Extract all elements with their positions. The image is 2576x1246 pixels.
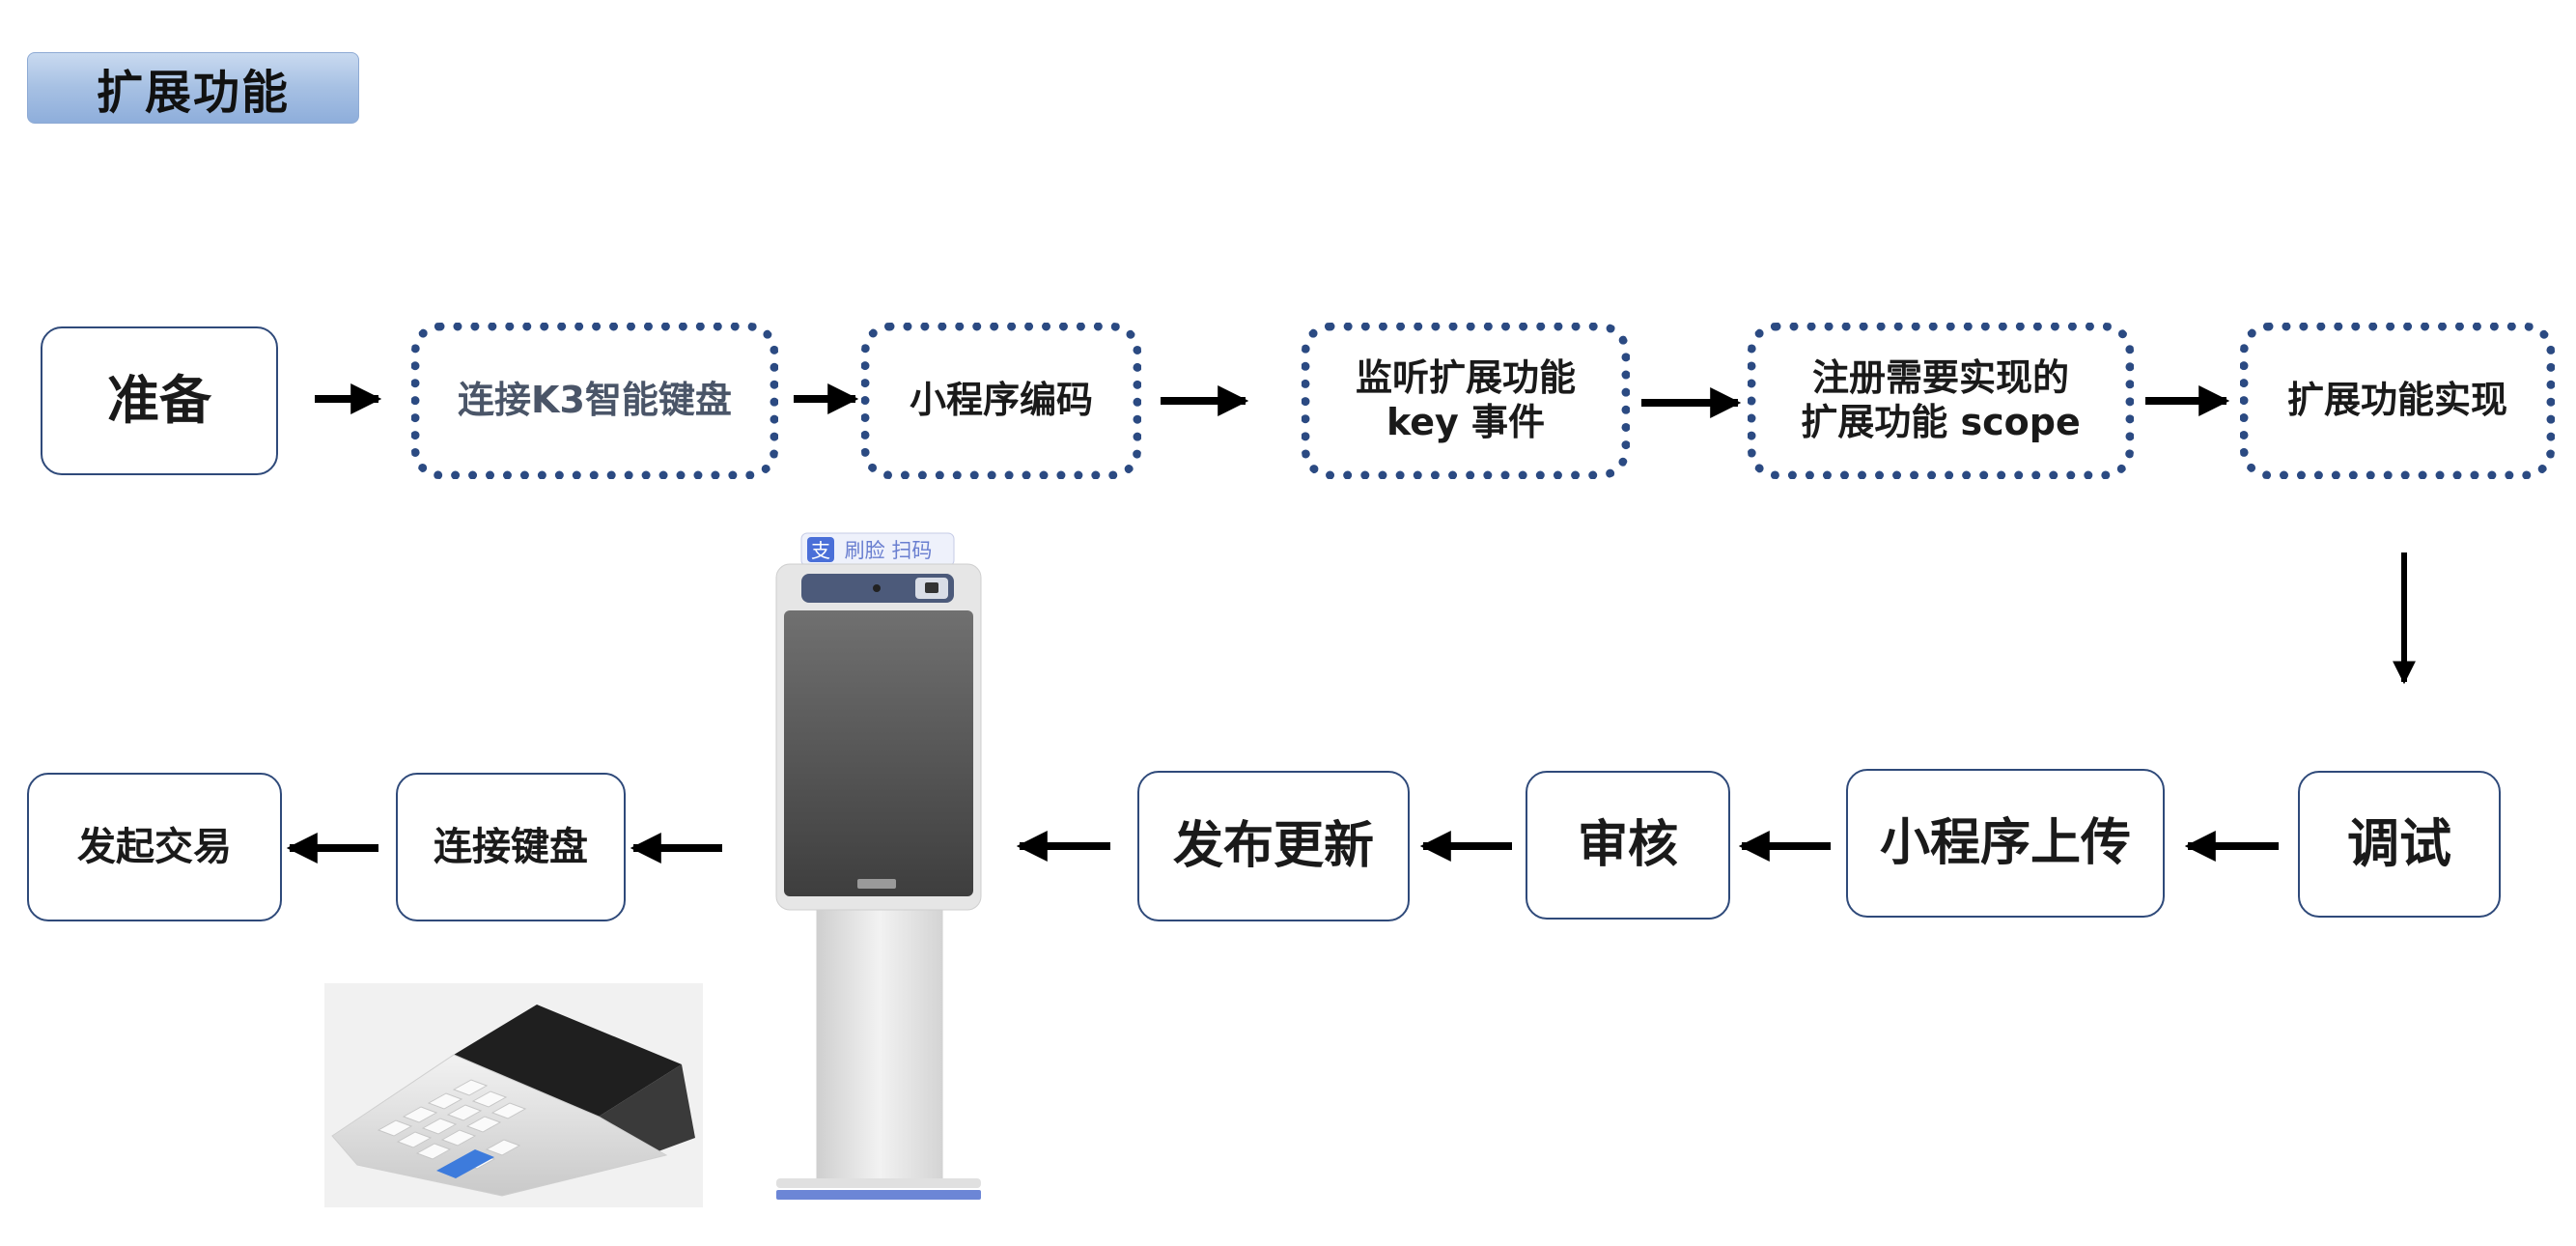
kiosk-screen (784, 610, 973, 896)
step-listen-key-line1: 监听扩展功能 (1355, 356, 1576, 400)
step-upload-label: 小程序上传 (1879, 813, 2131, 872)
enter-key (436, 1149, 494, 1178)
step-connect-keyboard: 连接键盘 (396, 773, 626, 921)
section-title: 扩展功能 (96, 66, 290, 120)
step-publish: 发布更新 (1137, 771, 1410, 921)
step-register-scope: 注册需要实现的 扩展功能 scope (1748, 323, 2134, 479)
step-start-trade: 发起交易 (27, 773, 282, 921)
step-register-scope-line2: 扩展功能 scope (1801, 401, 2081, 443)
step-upload: 小程序上传 (1846, 769, 2165, 918)
step-review-label: 审核 (1577, 815, 1678, 874)
step-prepare: 准备 (41, 326, 278, 475)
step-start-trade-label: 发起交易 (77, 825, 232, 869)
step-miniapp-code: 小程序编码 (861, 323, 1141, 479)
step-debug: 调试 (2298, 771, 2501, 918)
kiosk-sign-icon: 支 (811, 540, 830, 562)
step-miniapp-code-label: 小程序编码 (909, 379, 1093, 422)
step-implement-label: 扩展功能实现 (2286, 379, 2507, 422)
section-title-badge: 扩展功能 (27, 52, 359, 124)
alipay-icon (807, 537, 834, 562)
step-connect-k3: 连接K3智能键盘 (411, 323, 778, 479)
step-publish-label: 发布更新 (1172, 816, 1374, 875)
step-debug-label: 调试 (2347, 812, 2451, 874)
keyboard-screen (454, 1005, 682, 1117)
step-listen-key: 监听扩展功能 key 事件 (1302, 323, 1630, 479)
step-register-scope-line1: 注册需要实现的 (1811, 356, 2069, 400)
step-connect-k3-label: 连接K3智能键盘 (458, 379, 732, 422)
step-review: 审核 (1526, 771, 1730, 920)
step-connect-keyboard-label: 连接键盘 (434, 825, 588, 869)
step-implement: 扩展功能实现 (2240, 323, 2555, 479)
step-prepare-label: 准备 (107, 369, 211, 431)
step-listen-key-line2: key 事件 (1386, 401, 1545, 443)
kiosk-sign-label: 刷脸 扫码 (845, 539, 933, 562)
